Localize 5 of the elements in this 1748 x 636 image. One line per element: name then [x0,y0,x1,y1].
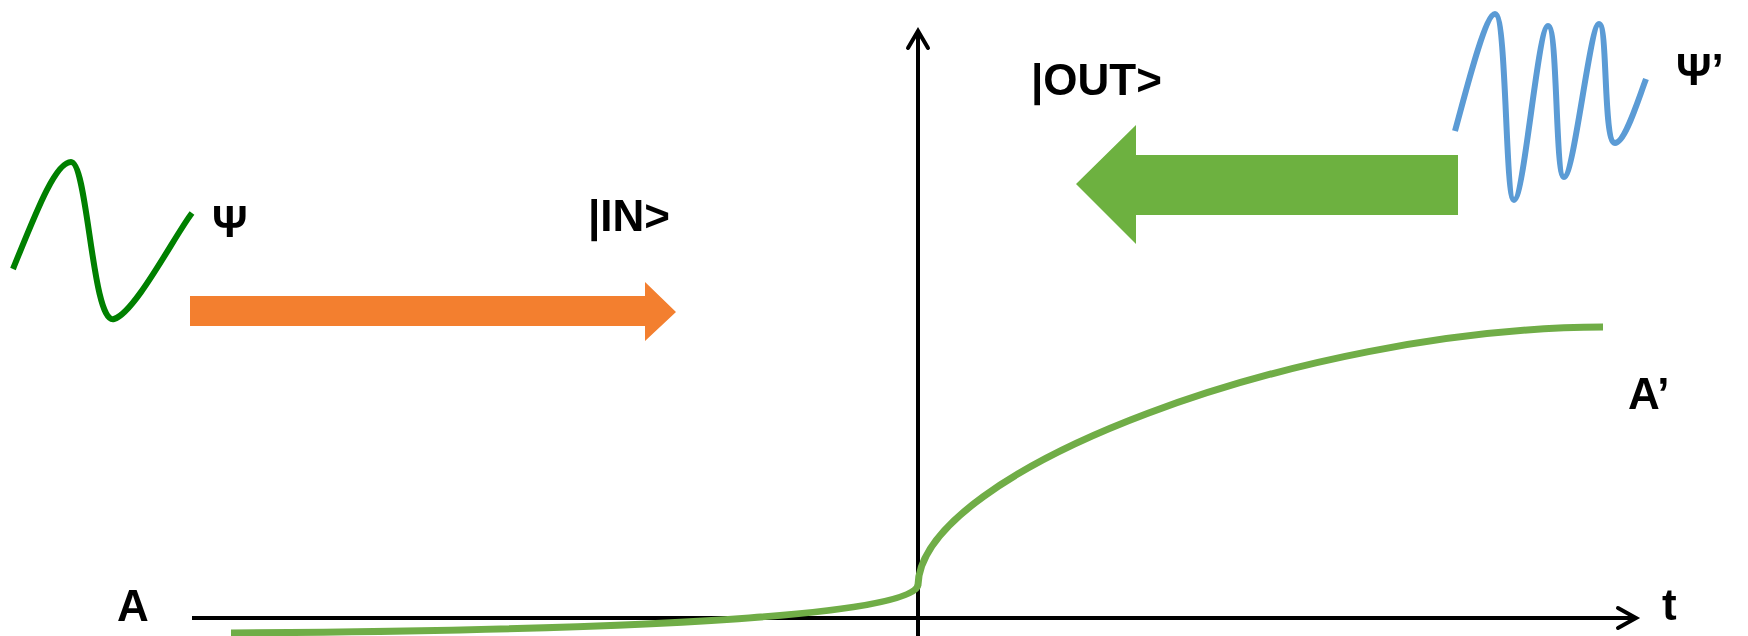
wavefunction-label: Ψ’ [1676,48,1724,92]
axis-label: t [1662,583,1677,627]
point-label: A’ [1628,372,1670,416]
point-label: A [117,584,149,628]
wavefunction-label: Ψ [212,200,248,244]
